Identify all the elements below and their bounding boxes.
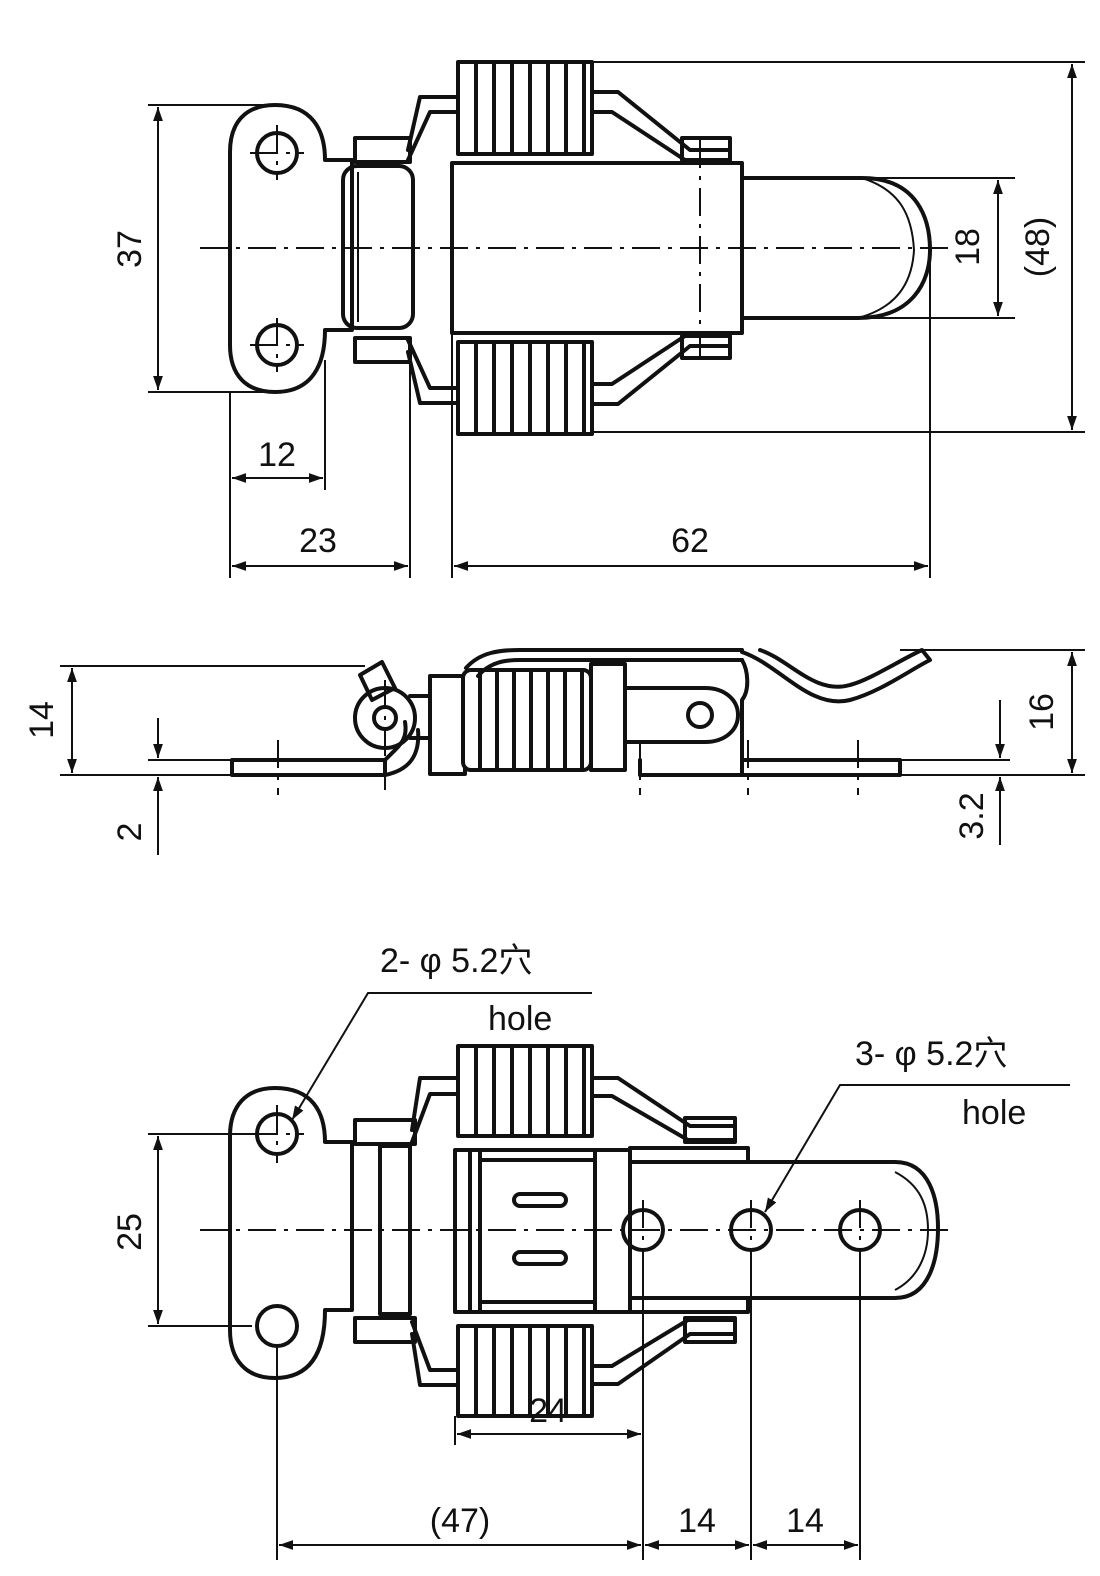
side-block-left bbox=[428, 674, 467, 776]
dim-62-label: 62 bbox=[671, 522, 709, 560]
spring-bottom bbox=[456, 340, 594, 436]
dim-14-label: 14 bbox=[23, 701, 61, 739]
spring-arm-top bbox=[406, 95, 460, 162]
top-view: 37 12 23 62 18 (48) bbox=[111, 60, 1085, 578]
side-spring bbox=[461, 668, 593, 772]
pivot-pin-bottom bbox=[353, 336, 412, 364]
dim-23-label: 23 bbox=[299, 522, 337, 560]
spring-arm-bottom bbox=[406, 338, 460, 405]
bottom-mount-hole-bottom bbox=[255, 1304, 299, 1348]
dim-18-label: 18 bbox=[949, 228, 987, 266]
side-latch-frame bbox=[638, 658, 750, 777]
bottom-tongue-plate bbox=[628, 1160, 940, 1300]
dim-48-label: (48) bbox=[1019, 217, 1057, 277]
side-hook-spring bbox=[740, 648, 932, 704]
spring-rod-top bbox=[590, 90, 732, 164]
slot-bottom bbox=[512, 1250, 568, 1266]
mounting-plate bbox=[228, 103, 354, 394]
dim-14b-label: 14 bbox=[786, 1502, 824, 1540]
dim-14a-label: 14 bbox=[678, 1502, 716, 1540]
hole-callout-3x: 3- φ 5.2穴 bbox=[855, 1035, 1007, 1073]
hole-leader-1 bbox=[291, 992, 592, 1121]
dim-3-2-label: 3.2 bbox=[953, 792, 991, 839]
dim-12-label: 12 bbox=[258, 436, 296, 474]
hole-leader-2 bbox=[764, 1084, 1070, 1213]
side-view: 14 2 16 3.2 bbox=[23, 648, 1085, 855]
bottom-mounting-plate bbox=[228, 1086, 354, 1380]
bottom-spring-top bbox=[456, 1044, 594, 1138]
dim-24-label: 24 bbox=[529, 1392, 567, 1430]
dim-47-label: (47) bbox=[430, 1502, 490, 1540]
bottom-view: 2- φ 5.2穴 hole 3- φ 5.2穴 hole 25 24 (47)… bbox=[111, 942, 1070, 1560]
hole-callout-3x-en: hole bbox=[962, 1094, 1026, 1132]
dim-37-label: 37 bbox=[111, 230, 149, 268]
dim-2-label: 2 bbox=[111, 823, 149, 842]
bottom-spring-bottom bbox=[456, 1324, 594, 1418]
pivot-pin-top bbox=[353, 136, 412, 164]
spring-top bbox=[456, 60, 594, 156]
side-block-right bbox=[589, 662, 627, 772]
dim-16-label: 16 bbox=[1023, 693, 1061, 731]
dim-25-label: 25 bbox=[111, 1213, 149, 1251]
hole-callout-2x-en: hole bbox=[488, 1000, 552, 1038]
side-base-plate bbox=[230, 758, 387, 777]
spring-rod-bottom bbox=[590, 332, 732, 406]
hole-callout-2x: 2- φ 5.2穴 bbox=[380, 942, 532, 980]
slot-top bbox=[512, 1192, 568, 1208]
side-hook-plate bbox=[740, 758, 902, 777]
side-link-bar bbox=[623, 686, 740, 744]
